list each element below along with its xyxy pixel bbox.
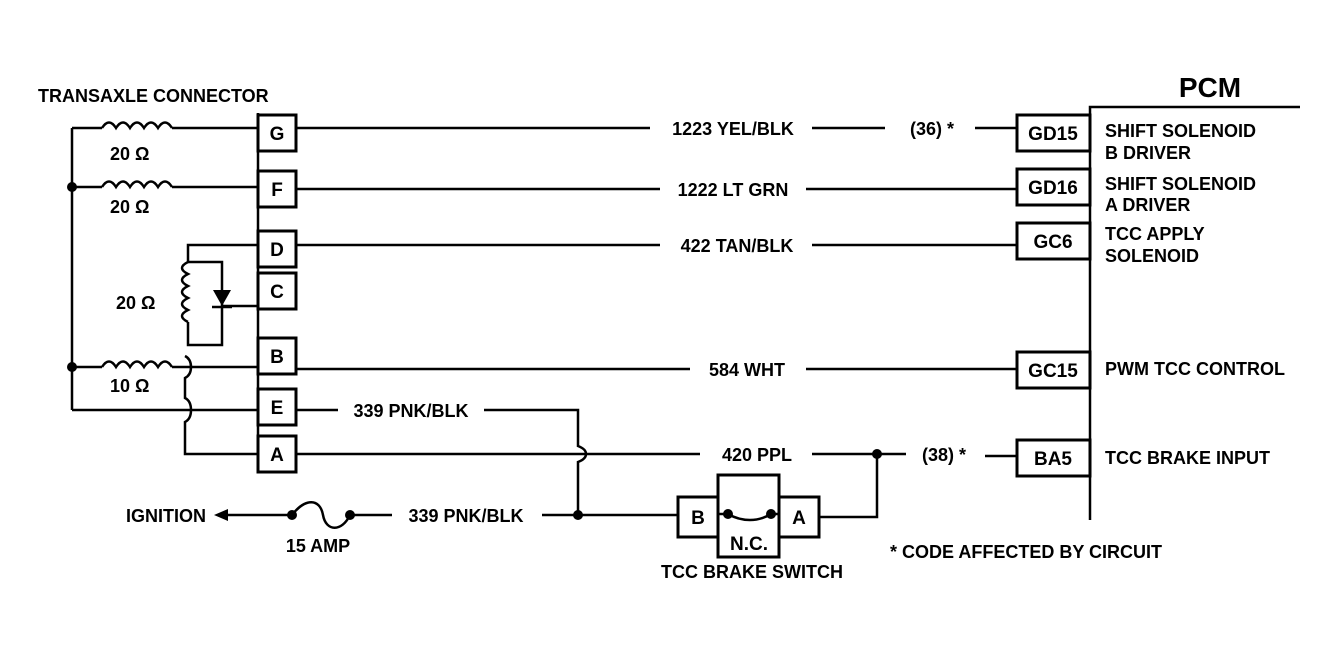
- tcc-brake-switch: B A N.C.: [676, 473, 821, 559]
- pcm-function-gd16-line1: SHIFT SOLENOID: [1105, 174, 1256, 194]
- pcm-function-gd15-line1: SHIFT SOLENOID: [1105, 121, 1256, 141]
- brake-switch-title: TCC BRAKE SWITCH: [661, 562, 843, 582]
- pcm-terminal-gd16: GD16: [1015, 167, 1092, 207]
- connector-pin-b-label: B: [270, 347, 284, 368]
- pcm-function-gc6-line1: TCC APPLY: [1105, 224, 1205, 244]
- wire-label-b: 584 WHT: [709, 360, 785, 380]
- connector-pin-g: G: [256, 113, 298, 153]
- connector-pin-e: E: [256, 387, 298, 427]
- resistance-pwm-tcc: 10 Ω: [110, 376, 149, 396]
- pwm-tcc-solenoid-coil: [100, 360, 174, 370]
- shift-solenoid-a-coil: [100, 180, 174, 190]
- wire-segment: [819, 454, 879, 519]
- pcm-function-gd16-line2: A DRIVER: [1105, 195, 1190, 215]
- junction-dot: [67, 362, 77, 372]
- pcm-function-ba5: TCC BRAKE INPUT: [1105, 448, 1270, 468]
- resistance-tcc-apply: 20 Ω: [116, 293, 155, 313]
- pcm-terminal-gc15: GC15: [1015, 350, 1092, 390]
- pcm-terminal-ba5-label: BA5: [1034, 449, 1072, 470]
- brake-switch-state: N.C.: [730, 534, 768, 555]
- connector-pin-b: B: [256, 336, 298, 376]
- brake-switch-pin-a: A: [792, 508, 806, 529]
- wire-label-a: 420 PPL: [722, 445, 792, 465]
- connector-pin-e-label: E: [271, 398, 284, 419]
- pcm-terminal-gd16-label: GD16: [1028, 178, 1078, 199]
- pcm-title: PCM: [1179, 72, 1241, 103]
- pcm-terminal-gd15-label: GD15: [1028, 124, 1078, 145]
- connector-pin-d-label: D: [270, 240, 284, 261]
- connector-pin-d: D: [256, 229, 298, 269]
- pcm-function-gd15-line2: B DRIVER: [1105, 143, 1191, 163]
- resistance-shift-b: 20 Ω: [110, 144, 149, 164]
- wire-label-d: 422 TAN/BLK: [681, 236, 794, 256]
- wire-segment: [186, 260, 224, 347]
- code-label-g: (36) *: [910, 119, 954, 139]
- connector-pin-f: F: [256, 169, 298, 209]
- wire-label-ignition: 339 PNK/BLK: [408, 506, 523, 526]
- diode-icon: [213, 290, 231, 306]
- wire-e-route: [484, 408, 588, 515]
- shift-solenoid-b-coil: [100, 121, 174, 131]
- fuse-icon: [291, 501, 352, 529]
- connector-pin-c: C: [256, 271, 298, 311]
- pcm-terminal-gc15-label: GC15: [1028, 361, 1078, 382]
- brake-switch-pin-b: B: [691, 508, 705, 529]
- connector-pin-f-label: F: [271, 180, 283, 201]
- brake-internal-wire: [183, 354, 258, 456]
- fuse-rating: 15 AMP: [286, 536, 350, 556]
- wire-label-f: 1222 LT GRN: [678, 180, 789, 200]
- connector-pin-a-label: A: [270, 445, 284, 466]
- pcm-terminal-ba5: BA5: [1015, 438, 1092, 478]
- pcm-terminal-gc6-label: GC6: [1033, 232, 1072, 253]
- pcm-terminal-gd15: GD15: [1015, 113, 1092, 153]
- ignition-label: IGNITION: [126, 506, 206, 526]
- footnote: * CODE AFFECTED BY CIRCUIT: [890, 542, 1162, 562]
- pcm-terminal-gc6: GC6: [1015, 221, 1092, 261]
- connector-title: TRANSAXLE CONNECTOR: [38, 86, 269, 106]
- connector-pin-c-label: C: [270, 282, 284, 303]
- arrow-left-icon: [214, 509, 228, 521]
- connector-pin-g-label: G: [270, 124, 285, 145]
- junction-dot: [67, 182, 77, 192]
- tcc-apply-solenoid-coil: [180, 260, 191, 324]
- switch-blade: [727, 512, 772, 522]
- code-label-a: (38) *: [922, 445, 966, 465]
- pcm-function-gc15: PWM TCC CONTROL: [1105, 359, 1285, 379]
- wire-label-g: 1223 YEL/BLK: [672, 119, 794, 139]
- pcm-function-gc6-line2: SOLENOID: [1105, 246, 1199, 266]
- junction-dot: [573, 510, 583, 520]
- connector-pin-a: A: [256, 434, 298, 474]
- wire-label-e: 339 PNK/BLK: [353, 401, 468, 421]
- resistance-shift-a: 20 Ω: [110, 197, 149, 217]
- wire-segment: [186, 243, 258, 262]
